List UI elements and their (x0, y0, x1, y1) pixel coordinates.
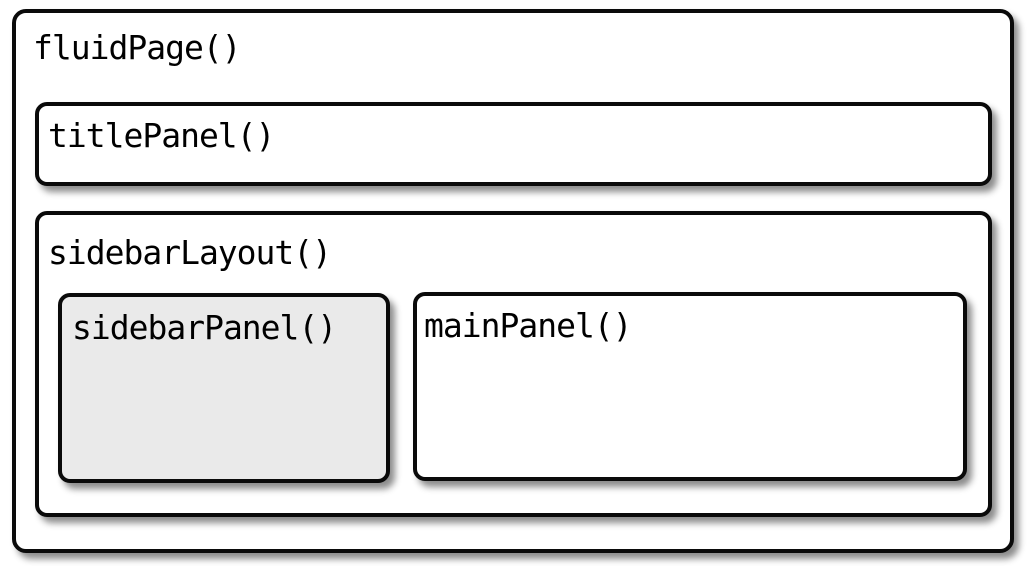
fluidpage-box: fluidPage() titlePanel() sidebarLayout()… (12, 9, 1014, 553)
fluidpage-label: fluidPage() (33, 28, 242, 67)
mainpanel-box: mainPanel() (413, 292, 967, 481)
sidebarlayout-label: sidebarLayout() (48, 233, 332, 272)
sidebarpanel-box: sidebarPanel() (58, 293, 390, 483)
titlepanel-box: titlePanel() (35, 102, 992, 186)
sidebarlayout-box: sidebarLayout() sidebarPanel() mainPanel… (35, 211, 992, 517)
sidebarpanel-label: sidebarPanel() (72, 308, 337, 347)
titlepanel-label: titlePanel() (48, 116, 275, 155)
mainpanel-label: mainPanel() (424, 306, 633, 345)
